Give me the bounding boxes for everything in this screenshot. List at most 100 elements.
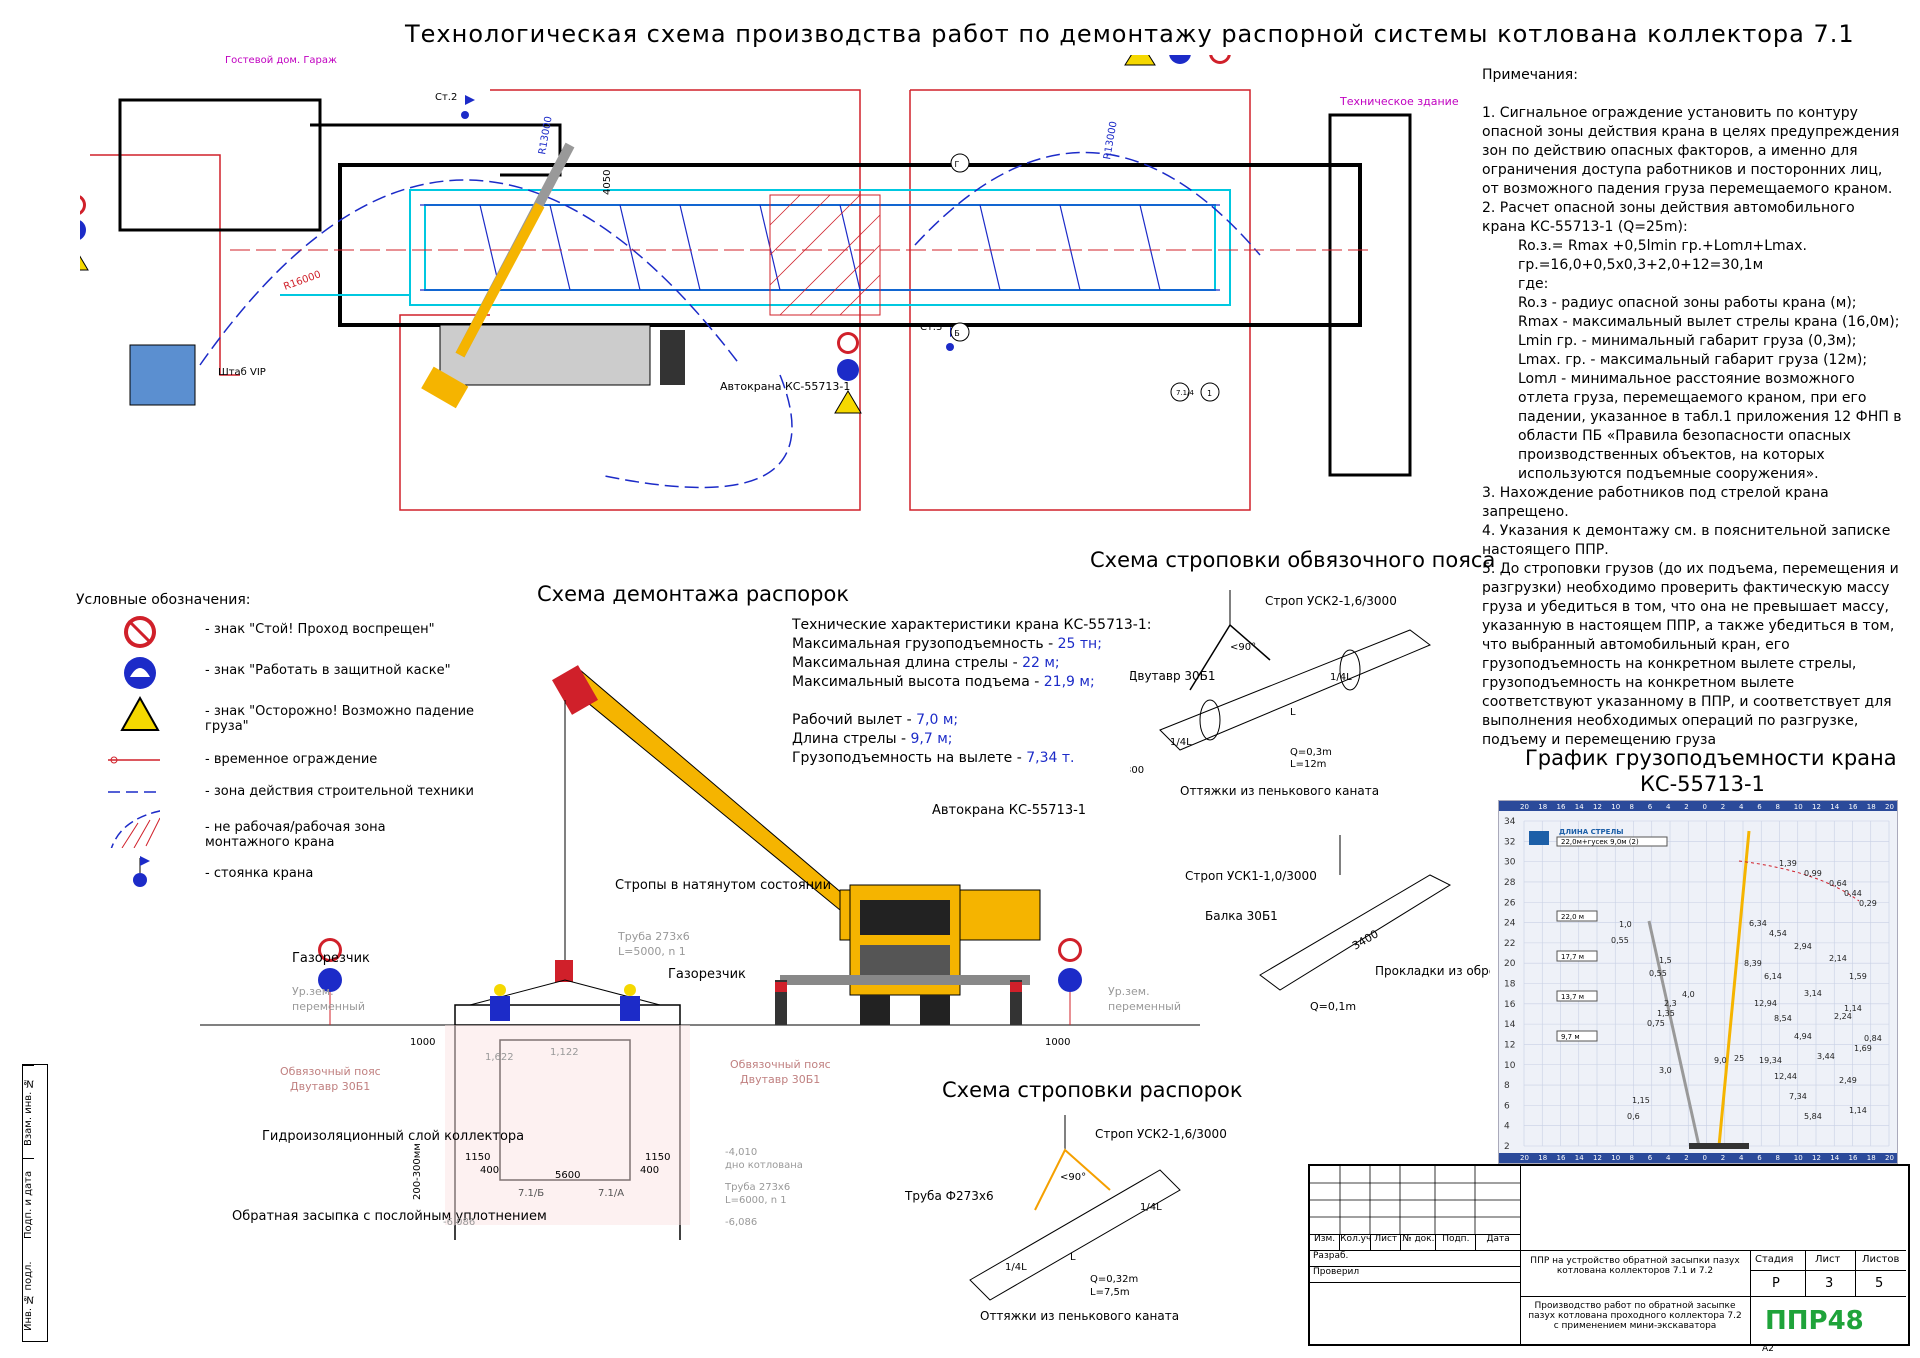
boom-length-label: 13,7 м bbox=[1561, 993, 1584, 1001]
boom-length-box bbox=[1556, 1030, 1598, 1042]
strut-sling-diagram: Строп УСК2-1,6/3000 Труба Ф273х6 <90° 1/… bbox=[904, 1115, 1227, 1323]
svg-text:Обвязочный пояс: Обвязочный пояс bbox=[280, 1065, 381, 1078]
svg-text:1,622: 1,622 bbox=[485, 1052, 514, 1063]
capacity-value: 2,14 bbox=[1829, 954, 1847, 963]
svg-text:1: 1 bbox=[1207, 389, 1212, 398]
svg-text:Труба 273х6: Труба 273х6 bbox=[617, 930, 690, 943]
slings-label: Стропы в натянутом состоянии bbox=[615, 878, 831, 893]
svg-text:300: 300 bbox=[1130, 765, 1144, 776]
y-tick-label: 28 bbox=[1504, 878, 1516, 888]
svg-text:L=6000, n 1: L=6000, n 1 bbox=[725, 1195, 787, 1206]
y-tick-label: 10 bbox=[1504, 1061, 1516, 1071]
x-tick-label: 2 bbox=[1684, 803, 1688, 811]
svg-text:Балка 30Б1: Балка 30Б1 bbox=[1205, 909, 1278, 923]
svg-text:Ур.зем.: Ур.зем. bbox=[292, 985, 334, 998]
capacity-value: 3,44 bbox=[1817, 1052, 1835, 1061]
legend-item: - зона действия строительной техники bbox=[108, 784, 474, 799]
legend-item: - знак "Осторожно! Возможно падение груз… bbox=[80, 694, 480, 734]
plan-crane-label: Автокрана КС-55713-1 bbox=[720, 380, 850, 393]
x-tick-label: 6 bbox=[1648, 1154, 1653, 1162]
x-tick-label: 10 bbox=[1794, 803, 1803, 811]
svg-text:7.1/Б: 7.1/Б bbox=[518, 1188, 544, 1199]
x-tick-label: 14 bbox=[1830, 803, 1839, 811]
project-name: ППР на устройство обратной засыпки пазух… bbox=[1530, 1256, 1740, 1276]
svg-text:400: 400 bbox=[480, 1165, 499, 1176]
boom-length-box bbox=[1556, 910, 1598, 922]
y-tick-label: 4 bbox=[1504, 1122, 1510, 1132]
dim-4050: 4050 bbox=[602, 170, 613, 195]
svg-text:Строп УСК2-1,6/3000: Строп УСК2-1,6/3000 bbox=[1095, 1127, 1227, 1141]
capacity-value: 4,54 bbox=[1769, 929, 1787, 938]
st3-label: Ст.3 bbox=[920, 322, 942, 333]
x-tick-label: 12 bbox=[1812, 803, 1821, 811]
work-description: Производство работ по обратной засыпке п… bbox=[1528, 1301, 1742, 1331]
falling-load-warning-icon bbox=[120, 695, 160, 731]
svg-text:1/4L: 1/4L bbox=[1005, 1262, 1027, 1273]
capacity-value: 0,55 bbox=[1649, 969, 1667, 978]
capacity-value: 25 bbox=[1734, 1054, 1744, 1063]
y-tick-label: 12 bbox=[1504, 1040, 1515, 1050]
x-tick-label: 4 bbox=[1739, 803, 1744, 811]
svg-text:Б: Б bbox=[954, 329, 960, 338]
svg-text:Двутавр 30Б1: Двутавр 30Б1 bbox=[1130, 669, 1216, 683]
x-tick-label: 12 bbox=[1593, 1154, 1602, 1162]
svg-text:200-300мм: 200-300мм bbox=[412, 1143, 423, 1200]
guest-house-label: Гостевой дом. Гараж bbox=[225, 55, 337, 66]
belt-sling-title: Схема строповки обвязочного пояса bbox=[1090, 548, 1496, 572]
y-tick-label: 18 bbox=[1504, 980, 1516, 990]
svg-text:400: 400 bbox=[640, 1165, 659, 1176]
x-tick-label: 6 bbox=[1757, 1154, 1762, 1162]
legend-header: Условные обозначения: bbox=[76, 592, 251, 608]
capacity-value: 1,15 bbox=[1632, 1096, 1650, 1105]
capacity-value: 0,29 bbox=[1859, 899, 1877, 908]
note-2: 2. Расчет опасной зоны действия автомоби… bbox=[1482, 200, 1855, 235]
capacity-value: 1,35 bbox=[1657, 1009, 1675, 1018]
svg-text:L=7,5m: L=7,5m bbox=[1090, 1287, 1130, 1298]
svg-text:переменный: переменный bbox=[1108, 1000, 1181, 1013]
note-3: 3. Нахождение работников под стрелой кра… bbox=[1482, 485, 1829, 520]
crane-specs: Технические характеристики крана КС-5571… bbox=[792, 617, 1152, 766]
y-tick-label: 20 bbox=[1504, 959, 1516, 969]
capacity-value: 5,84 bbox=[1804, 1112, 1822, 1121]
boom-length-box bbox=[1556, 990, 1598, 1002]
beam-sling-diagram: Строп УСК1-1,0/3000 Балка 30Б1 3400 Прок… bbox=[1185, 835, 1490, 1013]
capacity-value: 1,5 bbox=[1659, 956, 1672, 965]
capacity-value: 8,54 bbox=[1774, 1014, 1792, 1023]
capacity-value: 19,34 bbox=[1759, 1056, 1782, 1065]
boom-length-label: 22,0 м bbox=[1561, 913, 1584, 921]
svg-text:Ур.зем.: Ур.зем. bbox=[1108, 985, 1150, 998]
y-tick-label: 16 bbox=[1504, 1000, 1516, 1010]
tech-building-label: Техническое здание bbox=[1339, 95, 1459, 108]
x-tick-label: 10 bbox=[1611, 803, 1620, 811]
y-tick-label: 22 bbox=[1504, 939, 1515, 949]
svg-text:1/4L: 1/4L bbox=[1330, 672, 1352, 683]
x-tick-label: 2 bbox=[1684, 1154, 1688, 1162]
x-tick-label: 16 bbox=[1557, 1154, 1566, 1162]
svg-text:1000: 1000 bbox=[410, 1037, 435, 1048]
capacity-value: 0,99 bbox=[1804, 869, 1822, 878]
x-tick-label: 2 bbox=[1721, 803, 1725, 811]
y-tick-label: 2 bbox=[1504, 1142, 1510, 1152]
capacity-value: 3,14 bbox=[1804, 989, 1822, 998]
x-tick-label: 18 bbox=[1538, 803, 1547, 811]
svg-text:Q=0,3m: Q=0,3m bbox=[1290, 747, 1332, 758]
legend-item: - стоянка крана bbox=[80, 852, 480, 892]
x-tick-label: 6 bbox=[1757, 803, 1762, 811]
notes-block: Примечания: 1. Сигнальное ограждение уст… bbox=[1482, 67, 1902, 748]
x-tick-label: 4 bbox=[1666, 803, 1671, 811]
site-plan: Гостевой дом. Гараж Техническое здание С… bbox=[80, 55, 1459, 511]
capacity-value: 0,6 bbox=[1627, 1112, 1640, 1121]
svg-text:Оттяжки из пенькового каната: Оттяжки из пенькового каната bbox=[980, 1309, 1179, 1323]
svg-text:1,122: 1,122 bbox=[550, 1047, 579, 1058]
x-tick-label: 0 bbox=[1703, 803, 1707, 811]
note-5: 5. До строповки грузов (до их подъема, п… bbox=[1482, 561, 1899, 748]
capacity-value: 2,24 bbox=[1834, 1012, 1852, 1021]
dismantle-section: Автокрана КС-55713-1 Стропы в натянутом … bbox=[200, 665, 1200, 1240]
backfill-label: Обратная засыпка с послойным уплотнением bbox=[232, 1209, 547, 1224]
capacity-value: 1,14 bbox=[1844, 1004, 1862, 1013]
svg-text:1/4L: 1/4L bbox=[1170, 737, 1192, 748]
svg-text:22,0м+гусек 9,0м (2): 22,0м+гусек 9,0м (2) bbox=[1561, 838, 1639, 846]
svg-text:дно котлована: дно котлована bbox=[725, 1160, 803, 1171]
y-tick-label: 8 bbox=[1504, 1081, 1510, 1091]
r13000-b: R13000 bbox=[1102, 120, 1120, 160]
